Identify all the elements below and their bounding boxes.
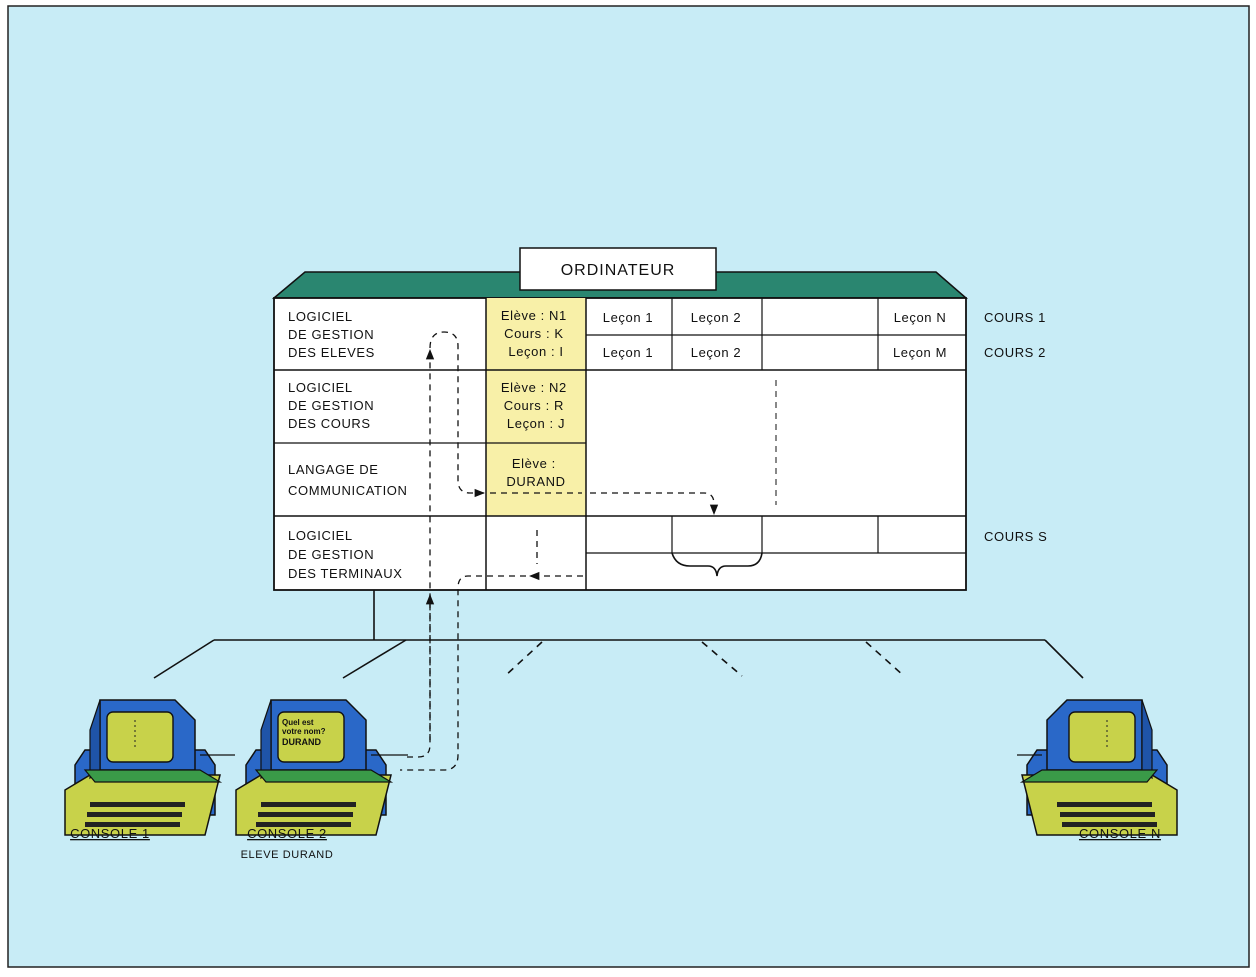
lesson-cell: Leçon 1 xyxy=(603,345,653,360)
course-name-1: COURS 1 xyxy=(984,310,1046,325)
lesson-cell: Leçon 2 xyxy=(691,310,741,325)
course-name-s: COURS S xyxy=(984,529,1047,544)
lesson-cell: Leçon N xyxy=(894,310,947,325)
console-1-label: CONSOLE 1 xyxy=(70,826,150,841)
student-record-n2: Elève : N2 Cours : R Leçon : J xyxy=(501,380,571,431)
lesson-cell: Leçon 2 xyxy=(691,345,741,360)
course-name-2: COURS 2 xyxy=(984,345,1046,360)
lesson-cell: Leçon 1 xyxy=(603,310,653,325)
computer-title: ORDINATEUR xyxy=(561,262,676,279)
student-record-n1: Elève : N1 Cours : K Leçon : I xyxy=(501,308,571,359)
console-n-label: CONSOLE N xyxy=(1079,826,1161,841)
console-2-label: CONSOLE 2 xyxy=(247,826,327,841)
lesson-cell: Leçon M xyxy=(893,345,947,360)
console-2-sublabel: ELEVE DURAND xyxy=(241,849,334,861)
